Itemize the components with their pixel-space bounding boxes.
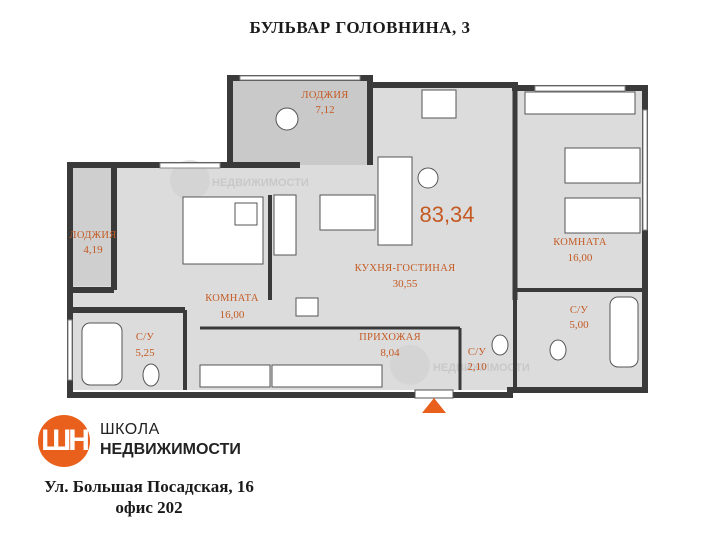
logo-text-line1: ШКОЛА xyxy=(100,421,160,438)
entrance-arrow-icon xyxy=(422,398,446,413)
kitchen-counter xyxy=(273,194,297,256)
total-area: 83,34 xyxy=(419,202,474,227)
room-name-bedroom-right: КОМНАТА xyxy=(553,237,607,248)
room-name-hall: ПРИХОЖАЯ xyxy=(359,332,421,343)
toilet-left xyxy=(142,363,160,387)
dining-table xyxy=(319,194,376,231)
toilet-right xyxy=(549,339,567,361)
room-area-kitchen: 30,55 xyxy=(393,278,418,290)
address-office: офис 202 xyxy=(115,498,183,517)
room-name-bath-right: С/У xyxy=(570,305,589,316)
room-name-wc-small: С/У xyxy=(468,347,487,358)
room-name-loggia-left: ЛОДЖИЯ xyxy=(69,230,116,241)
bathtub-right xyxy=(609,296,639,368)
company-logo: ШН ШКОЛА НЕДВИЖИМОСТИ xyxy=(38,415,260,467)
plan-title: БУЛЬВАР ГОЛОВНИНА, 3 xyxy=(249,18,471,37)
office-address: Ул. Большая Посадская, 16 офис 202 xyxy=(38,476,260,518)
room-area-wc-small: 2,10 xyxy=(467,361,487,373)
logo-text-line2: НЕДВИЖИМОСТИ xyxy=(100,441,241,458)
room-area-bedroom-left: 16,00 xyxy=(220,309,245,321)
bathtub-left xyxy=(81,322,123,386)
logo-mark-icon: ШН xyxy=(38,415,90,467)
room-area-bath-left: 5,25 xyxy=(135,347,155,359)
single-bed-1 xyxy=(564,147,641,184)
room-area-loggia-left: 4,19 xyxy=(83,244,103,256)
room-area-hall: 8,04 xyxy=(380,347,400,359)
sink xyxy=(295,297,319,317)
watermark: НЕДВИЖИМОСТИ НЕДВИЖИМОСТИ xyxy=(170,160,530,385)
address-street: Ул. Большая Посадская, 16 xyxy=(44,477,254,496)
single-bed-2 xyxy=(564,197,641,234)
watermark-text-2: НЕДВИЖИМОСТИ xyxy=(433,362,530,374)
room-name-bath-left: С/У xyxy=(136,332,155,343)
room-name-kitchen: КУХНЯ-ГОСТИНАЯ xyxy=(355,263,456,274)
entrance-marker xyxy=(414,389,454,413)
closet-2 xyxy=(271,364,383,388)
room-area-bedroom-right: 16,00 xyxy=(568,252,593,264)
room-area-bath-right: 5,00 xyxy=(569,319,589,331)
room-area-loggia-top: 7,12 xyxy=(315,104,334,116)
watermark-text-1: НЕДВИЖИМОСТИ xyxy=(212,177,309,189)
toilet-small xyxy=(491,334,509,356)
sofa xyxy=(377,156,413,246)
closet-1 xyxy=(199,364,271,388)
armchair xyxy=(421,89,457,119)
balcony-table xyxy=(275,107,299,131)
furniture xyxy=(81,89,641,388)
pillow xyxy=(234,202,258,226)
room-name-loggia-top: ЛОДЖИЯ xyxy=(301,90,348,101)
windows xyxy=(67,75,648,381)
wardrobe xyxy=(524,91,636,115)
room-name-bedroom-left: КОМНАТА xyxy=(205,293,259,304)
coffee-table xyxy=(417,167,439,189)
